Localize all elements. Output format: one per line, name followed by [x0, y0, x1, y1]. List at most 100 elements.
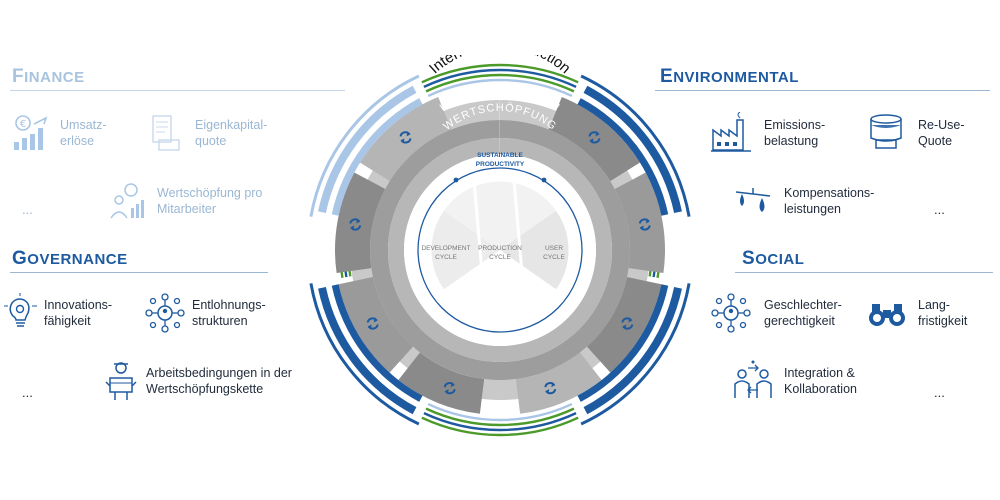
balance-sheet-icon [152, 115, 180, 151]
drops-scale-icon [735, 188, 771, 212]
finance-divider [10, 90, 345, 91]
svg-text:€: € [20, 119, 26, 130]
people-network-icon [145, 293, 185, 333]
environmental-item-kompensation: Kompensations- leistungen [732, 180, 874, 222]
development-cycle-label-2: CYCLE [435, 254, 457, 261]
production-cycle-label-2: CYCLE [489, 254, 511, 261]
cycle-arrows-icon [399, 131, 412, 144]
cycle-arrows-icon [638, 218, 651, 231]
outer-blue-arc [580, 283, 691, 426]
worker-box-icon [105, 362, 137, 400]
bottom-stripe [427, 402, 573, 422]
social-item-geschlechter: Geschlechter- gerechtigkeit [710, 292, 842, 334]
gear-tooth [515, 352, 602, 414]
environmental-title: ENVIRONMENTAL [660, 66, 799, 87]
governance-title: GOVERNANCE [12, 248, 128, 269]
social-title: SOCIAL [742, 248, 805, 269]
collaboration-icon [734, 360, 772, 398]
productivity-circle [417, 167, 583, 333]
productivity-label: PRODUCTIVITY [476, 161, 525, 168]
bottom-stripe [421, 416, 579, 437]
governance-item-label: Innovations- fähigkeit [44, 298, 113, 328]
top-stripe [421, 63, 579, 84]
outer-blue-arc [318, 287, 417, 415]
productivity-dot [541, 177, 547, 183]
wheel-layer [309, 63, 691, 437]
gear-tooth [338, 277, 414, 373]
production-cycle-segment [442, 180, 558, 250]
governance-item-label: Arbeitsbedingungen in der Wertschöpfungs… [146, 366, 292, 396]
governance-item-innovation: Innovations- fähigkeit [0, 292, 112, 334]
bottom-stripe [423, 412, 577, 432]
gear-tooth [548, 97, 640, 182]
development-cycle-segment [430, 209, 500, 291]
gear-tooth [398, 352, 485, 414]
social-item-label: Geschlechter- gerechtigkeit [764, 298, 842, 328]
environmental-item-label: Emissions- belastung [764, 118, 826, 148]
roll-icon [870, 114, 902, 149]
environmental-item-label: Kompensations- leistungen [784, 186, 875, 216]
environmental-more: ... [934, 202, 945, 217]
finance-item-label: Eigenkapital- quote [195, 118, 268, 148]
outer-blue-arc [583, 85, 682, 213]
top-stripe [423, 68, 577, 88]
environmental-item-emission: Emissions- belastung [710, 112, 825, 154]
governance-divider [10, 272, 268, 273]
governance-item-arbeitsbedingungen: Arbeitsbedingungen in der Wertschöpfungs… [100, 360, 292, 402]
productivity-dot [453, 177, 459, 183]
governance-item-entlohnung: Entlohnungs- strukturen [144, 292, 266, 334]
sustainable-productivity-wheel: Internet of Production LEISTUNGSSYSTEM W… [309, 55, 691, 437]
finance-more: ... [22, 202, 33, 217]
finance-title: FINANCE [12, 66, 85, 87]
factory-icon [711, 112, 751, 152]
finance-item-label: Wertschöpfung pro Mitarbeiter [157, 186, 263, 216]
development-cycle-label: DEVELOPMENT [421, 245, 470, 252]
cycle-boundary [428, 178, 572, 322]
euro-chart-icon: € [14, 115, 48, 150]
social-more: ... [934, 385, 945, 400]
user-cycle-label: USER [545, 245, 563, 252]
outer-blue-arc [580, 74, 691, 217]
user-cycle-label-2: CYCLE [543, 254, 565, 261]
governance-more: ... [22, 385, 33, 400]
finance-item-umsatz: € Umsatz- erlöse [10, 112, 107, 154]
cycle-arrows-icon [349, 218, 362, 231]
finance-item-label: Umsatz- erlöse [60, 118, 107, 148]
social-item-label: Integration & Kollaboration [784, 366, 857, 396]
cycle-divider [472, 179, 488, 321]
social-item-integration: Integration & Kollaboration [732, 360, 857, 402]
environmental-item-reuse: Re-Use- Quote [866, 112, 965, 154]
cycle-arrows-icon [443, 382, 456, 395]
gear-accent [577, 98, 669, 216]
cycle-arrows-icon [621, 317, 634, 330]
social-divider [735, 272, 993, 273]
gender-network-icon [711, 293, 751, 333]
outer-blue-arc [309, 283, 420, 426]
gear-accent [331, 284, 423, 402]
social-item-label: Lang- fristigkeit [918, 298, 968, 328]
binoculars-icon [869, 304, 905, 326]
cycle-arrows-icon [544, 382, 557, 395]
value-per-employee-icon [110, 183, 144, 219]
gear-tooth [360, 97, 452, 182]
production-cycle-label: PRODUCTION [478, 245, 522, 252]
top-stripe [427, 78, 573, 98]
gear-accent [577, 284, 669, 402]
top-stripe [425, 73, 575, 93]
environmental-item-label: Re-Use- Quote [918, 118, 965, 148]
social-item-langfristigkeit: Lang- fristigkeit [866, 292, 967, 334]
outer-blue-arc [583, 287, 682, 415]
gear-accent [331, 98, 423, 216]
finance-item-eigenkapital: Eigenkapital- quote [145, 112, 267, 154]
sustainable-label: SUSTAINABLE [477, 152, 523, 159]
user-cycle-segment [500, 209, 570, 291]
environmental-divider [655, 90, 990, 91]
cycle-divider [512, 179, 528, 321]
cycle-arrows-icon [588, 131, 601, 144]
cycle-arrows-icon [366, 317, 379, 330]
bottom-stripe [425, 407, 575, 427]
outer-lightblue-arc [309, 74, 420, 217]
finance-item-wertschoepfung: Wertschöpfung pro Mitarbeiter [105, 180, 262, 222]
lightbulb-gear-icon [4, 293, 37, 327]
gear-tooth [335, 172, 386, 273]
